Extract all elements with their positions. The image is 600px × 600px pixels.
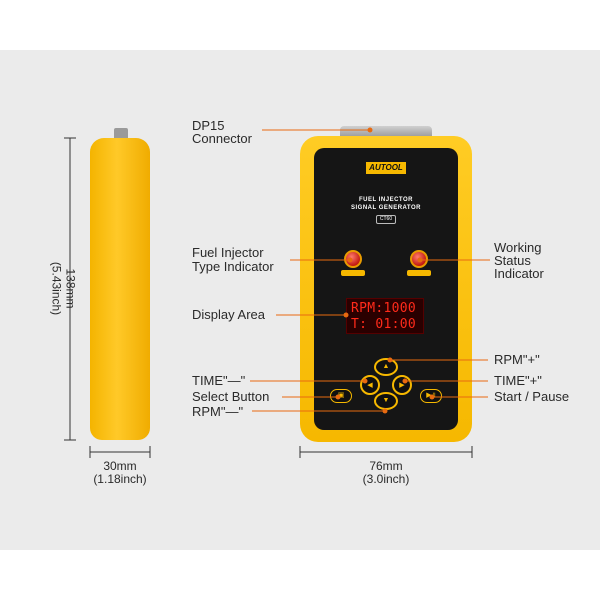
dim-front-width-inch: (3.0inch) [362,472,410,486]
side-connector-cap [114,128,128,140]
label-fuel-injector-line2: Type Indicator [192,259,274,274]
device-faceplate [314,148,458,430]
label-time-minus: TIME"—" [192,373,246,388]
arrow-right-icon: ▶ [399,382,405,389]
select-icon: ▣ [337,392,345,399]
arrow-up-icon: ▲ [382,363,390,370]
label-time-plus: TIME"+" [494,373,542,388]
device-side-view [90,138,150,440]
device-title-line1: FUEL INJECTOR [359,197,413,203]
dot-time-minus [362,378,368,384]
working-status-led-label [407,270,431,276]
fuel-injector-type-led-label [341,270,365,276]
dot-fuel-injector [347,257,353,263]
brand-logo: AUTOOL [366,162,406,174]
display-time-line: T: 01:00 [351,317,417,332]
dot-working-status [417,257,423,263]
dot-display [343,312,349,318]
label-working-status-line3: Indicator [494,266,544,281]
fuel-injector-type-led [344,250,362,268]
dot-rpm-plus [387,357,393,363]
device-title-line2: SIGNAL GENERATOR [350,205,421,211]
dot-select [335,394,341,400]
label-working-status-line2: Status [494,253,531,268]
dot-time-plus [402,378,408,384]
dim-height-mm: 138mm [63,268,78,309]
dim-front-width-mm: 76mm [369,459,403,473]
select-button[interactable]: ▣ [330,389,352,403]
label-dp15-line2: Connector [192,131,252,146]
label-working-status-line1: Working [494,240,542,255]
dot-dp15 [367,127,373,133]
dot-rpm-minus [382,408,388,414]
dim-height-inch: (5.43inch) [49,261,64,316]
arrow-left-icon: ◀ [367,382,373,389]
rpm-plus-key[interactable]: ▲ [374,358,398,376]
label-select-button: Select Button [192,389,270,404]
label-display-area: Display Area [192,307,265,322]
arrow-down-icon: ▼ [382,397,390,404]
display-rpm-line: RPM:1000 [351,301,417,316]
dot-start-pause [429,394,435,400]
dim-side-width-inch: (1.18inch) [93,472,147,486]
model-badge: CT60 [376,215,396,224]
label-rpm-minus: RPM"—" [192,404,244,419]
label-start-pause: Start / Pause [494,389,570,404]
label-rpm-plus: RPM"+" [494,352,540,367]
label-fuel-injector-line1: Fuel Injector [192,245,264,260]
label-dp15-line1: DP15 [192,118,225,133]
dim-side-width-mm: 30mm [103,459,137,473]
